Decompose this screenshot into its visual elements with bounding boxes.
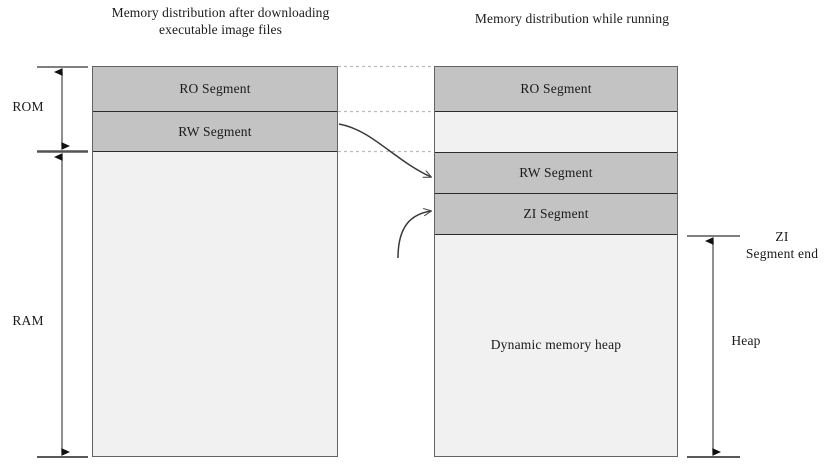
rw-relocation-arrow xyxy=(338,123,431,177)
right-memory-column: RO Segment RW Segment ZI Segment Dynamic… xyxy=(434,66,678,457)
zi-segment-end-label-line2: Segment end xyxy=(745,246,819,261)
right-segment-zi: ZI Segment xyxy=(435,194,677,235)
right-segment-ro: RO Segment xyxy=(435,67,677,112)
zi-creation-arrow xyxy=(397,211,431,259)
ram-bracket xyxy=(37,151,88,458)
right-segment-heap: Dynamic memory heap xyxy=(435,235,677,455)
rom-bracket-label: ROM xyxy=(12,99,44,114)
left-segment-free xyxy=(93,152,337,455)
left-diagram-title: Memory distribution after downloading ex… xyxy=(111,5,330,37)
ram-bracket-label: RAM xyxy=(12,313,44,328)
zi-segment-end-label-line1: ZI xyxy=(775,229,789,244)
right-diagram-title: Memory distribution while running xyxy=(474,11,670,26)
left-memory-column: RO Segment RW Segment xyxy=(92,66,338,457)
left-segment-rw: RW Segment xyxy=(93,112,337,152)
dotted-connectors xyxy=(338,65,434,153)
heap-bracket-label: Heap xyxy=(731,333,761,348)
right-segment-rw: RW Segment xyxy=(435,153,677,194)
zi-segment-end-label: ZI Segment end xyxy=(735,228,829,262)
left-segment-ro: RO Segment xyxy=(93,67,337,112)
right-segment-gap xyxy=(435,112,677,153)
